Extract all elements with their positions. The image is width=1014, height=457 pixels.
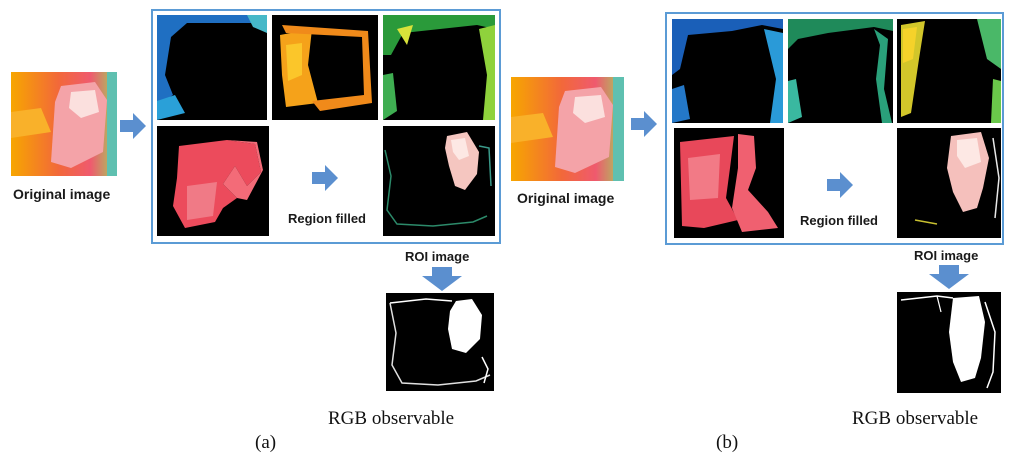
rgb-observable-label: RGB observable — [328, 408, 455, 429]
down-arrow-icon — [422, 267, 462, 291]
roi-binary-image — [386, 293, 494, 391]
segment-thumbnail — [674, 128, 784, 238]
original-thermal-image — [11, 72, 117, 176]
thermal-image-graphic — [511, 77, 624, 181]
roi-binary-image — [897, 292, 1001, 393]
right-arrow-icon — [827, 172, 853, 198]
segment-thumbnail — [157, 15, 267, 120]
original-thermal-image — [511, 77, 624, 181]
segment-thumbnail — [897, 19, 1001, 123]
roi-image-label: ROI image — [914, 248, 979, 263]
right-arrow-icon — [120, 113, 146, 139]
region-filled-label: Region filled — [800, 213, 878, 228]
segment-thumbnail — [897, 128, 1001, 238]
panel-caption: (a) — [255, 432, 277, 453]
region-filled-label: Region filled — [288, 211, 366, 226]
segment-thumbnail — [383, 126, 495, 236]
roi-image-label: ROI image — [405, 249, 470, 264]
panel-caption: (b) — [716, 432, 739, 453]
right-arrow-icon — [312, 165, 338, 191]
segment-thumbnail — [272, 15, 378, 120]
thermal-image-graphic — [11, 72, 117, 176]
segment-thumbnail — [157, 126, 269, 236]
segment-thumbnail — [383, 15, 495, 120]
right-arrow-icon — [631, 111, 657, 137]
original-image-label: Original image — [517, 190, 615, 206]
segment-thumbnail — [672, 19, 783, 123]
original-image-label: Original image — [13, 186, 111, 202]
rgb-observable-label: RGB observable — [852, 408, 979, 429]
down-arrow-icon — [929, 265, 969, 289]
segment-thumbnail — [788, 19, 893, 123]
